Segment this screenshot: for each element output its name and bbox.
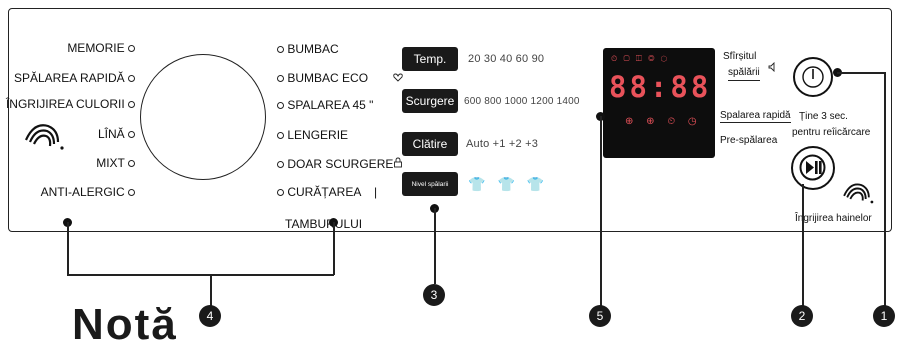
temp-button[interactable]: Temp. xyxy=(402,47,458,71)
nivel-spalarii-label: Nivel spălarii xyxy=(411,180,449,188)
badge-4: 4 xyxy=(199,305,221,327)
program-lina[interactable]: LÎNĂ xyxy=(98,127,135,141)
program-mixt[interactable]: MIXT xyxy=(96,156,135,170)
clatire-values: Auto +1 +2 +3 xyxy=(466,138,539,150)
soil-level-icons: 👕👕👕 xyxy=(468,176,556,193)
program-curatarea-line2: TAMBURULUI xyxy=(285,217,363,231)
start-pause-button[interactable] xyxy=(791,146,835,190)
callout-line xyxy=(434,208,436,284)
program-spalarea-rapida[interactable]: SPĂLAREA RAPIDĂ xyxy=(14,71,135,85)
display-digits: 88:88 xyxy=(609,70,712,104)
ingrijirea-hainelor-label: Îngrijirea hainelor xyxy=(795,213,872,224)
program-label: SPALAREA 45 " xyxy=(287,98,374,112)
scurgere-values: 600 800 1000 1200 1400 xyxy=(464,96,580,107)
shirt-icon-3: 👕 xyxy=(526,176,557,192)
shirt-icon-1: 👕 xyxy=(468,176,498,192)
program-ingrijirea-culorii[interactable]: ÎNGRIJIREA CULORII xyxy=(6,97,135,111)
clatire-button[interactable]: Clătire xyxy=(402,132,458,156)
program-curatarea[interactable]: CURĂȚAREA | xyxy=(277,185,377,199)
woolmark-icon xyxy=(24,124,64,150)
display-top-icons: ⏲ ▢ ◫ ◎ ⬡ xyxy=(611,54,670,63)
program-label: ANTI-ALERGIC xyxy=(40,185,125,199)
power-button[interactable] xyxy=(793,57,833,97)
badge-2: 2 xyxy=(791,305,813,327)
callout-line xyxy=(600,116,602,310)
sfarsit-label-line1: Sfîrșitul xyxy=(723,51,757,62)
woolmark-icon-right xyxy=(843,183,874,204)
sfarsit-label-line2: spălării xyxy=(728,67,760,81)
shirt-icon-2: 👕 xyxy=(497,176,527,192)
play-pause-icon xyxy=(799,154,826,181)
program-lengerie[interactable]: LENGERIE xyxy=(277,128,348,142)
program-label: MIXT xyxy=(96,156,125,170)
program-indicator xyxy=(277,132,284,140)
badge-1: 1 xyxy=(873,305,895,327)
program-indicator xyxy=(277,75,284,83)
program-label: LENGERIE xyxy=(287,128,349,142)
digital-display: ⏲ ▢ ◫ ◎ ⬡ 88:88 ⊕ ⊕ ⏲ ◷ xyxy=(603,48,715,158)
program-dial[interactable] xyxy=(140,54,266,180)
program-indicator xyxy=(277,46,284,54)
program-indicator xyxy=(128,160,135,168)
temp-values: 20 30 40 60 90 xyxy=(468,53,545,65)
callout-line xyxy=(333,222,335,275)
child-lock-icon xyxy=(394,157,402,168)
badge-5: 5 xyxy=(589,305,611,327)
callout-line xyxy=(802,184,804,310)
program-indicator xyxy=(128,75,135,83)
program-label: SPĂLAREA RAPIDĂ xyxy=(13,71,125,85)
badge-3: 3 xyxy=(423,284,445,306)
program-label: ÎNGRIJIREA CULORII xyxy=(5,97,125,111)
program-anti-alergic[interactable]: ANTI-ALERGIC xyxy=(41,185,135,199)
reincarcare-label: pentru reîicărcare xyxy=(792,127,871,138)
program-bumbac[interactable]: BUMBAC xyxy=(277,42,339,56)
program-indicator xyxy=(277,161,284,169)
footer-heading: Notă xyxy=(72,300,178,349)
program-indicator xyxy=(277,102,284,110)
power-icon xyxy=(802,66,824,88)
program-indicator xyxy=(128,101,135,109)
speaker-icon xyxy=(768,62,775,72)
program-spalarea-45[interactable]: SPALAREA 45 " xyxy=(277,98,373,112)
nivel-spalarii-button[interactable]: Nivel spălarii xyxy=(402,172,458,196)
callout-line xyxy=(67,274,334,276)
program-memorie[interactable]: MEMORIE xyxy=(67,41,135,55)
tine-label: Ține 3 sec. xyxy=(799,111,848,122)
program-label: CURĂȚAREA xyxy=(287,185,361,199)
prespalarea-label: Pre-spălarea xyxy=(720,135,778,146)
program-bumbac-eco[interactable]: BUMBAC ECO xyxy=(277,71,368,85)
program-indicator xyxy=(128,45,135,53)
program-label: BUMBAC ECO xyxy=(287,71,369,85)
callout-line xyxy=(884,72,886,310)
scurgere-button[interactable]: Scurgere xyxy=(402,89,458,113)
program-label: MEMORIE xyxy=(67,41,125,55)
program-indicator xyxy=(277,189,284,197)
spalare-rapida-label: Spalarea rapidă xyxy=(720,110,791,123)
program-doar-scurgere[interactable]: DOAR SCURGERE xyxy=(277,157,393,171)
display-bottom-icons: ⊕ ⊕ ⏲ ◷ xyxy=(625,116,702,127)
separator-mark: | xyxy=(374,185,378,199)
heart-icon xyxy=(393,73,403,82)
program-label: LÎNĂ xyxy=(97,127,125,141)
callout-line xyxy=(67,222,69,275)
callout-line xyxy=(837,72,885,74)
program-label: BUMBAC xyxy=(287,42,339,56)
program-indicator xyxy=(128,131,135,139)
program-indicator xyxy=(128,189,135,197)
program-label: DOAR SCURGERE xyxy=(287,157,394,171)
callout-line xyxy=(210,274,212,308)
